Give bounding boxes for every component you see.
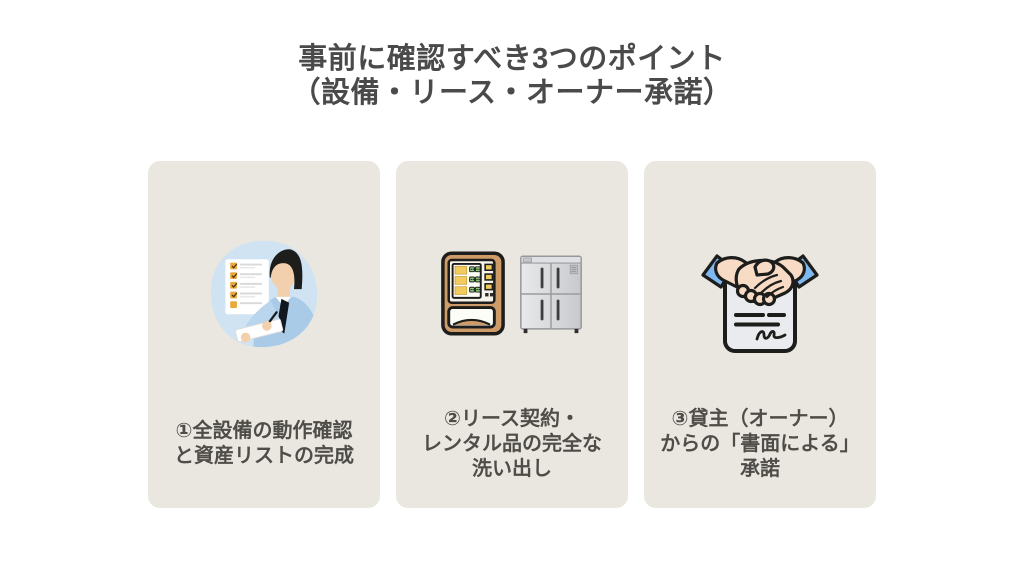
card-label-lease-rental: ②リース契約・ レンタル品の完全な 洗い出し [422, 407, 602, 480]
refrigerator-icon [520, 255, 582, 334]
card-label-equipment-check: ①全設備の動作確認 と資産リストの完成 [174, 420, 354, 467]
vending-machine-icon [441, 251, 505, 336]
cards-row: ①全設備の動作確認 と資産リストの完成 [0, 161, 1024, 508]
checklist-person-icon [148, 231, 380, 357]
vending-machine-and-refrigerator-icon [396, 231, 628, 357]
card-label-owner-consent: ③貸主（オーナー） からの「書面による」 承諾 [660, 407, 860, 480]
card-owner-consent: ③貸主（オーナー） からの「書面による」 承諾 [644, 161, 876, 508]
page-title: 事前に確認すべき3つのポイント （設備・リース・オーナー承諾） [291, 43, 733, 109]
card-equipment-check: ①全設備の動作確認 と資産リストの完成 [148, 161, 380, 508]
handshake-contract-icon [644, 231, 876, 357]
card-lease-rental: ②リース契約・ レンタル品の完全な 洗い出し [396, 161, 628, 508]
